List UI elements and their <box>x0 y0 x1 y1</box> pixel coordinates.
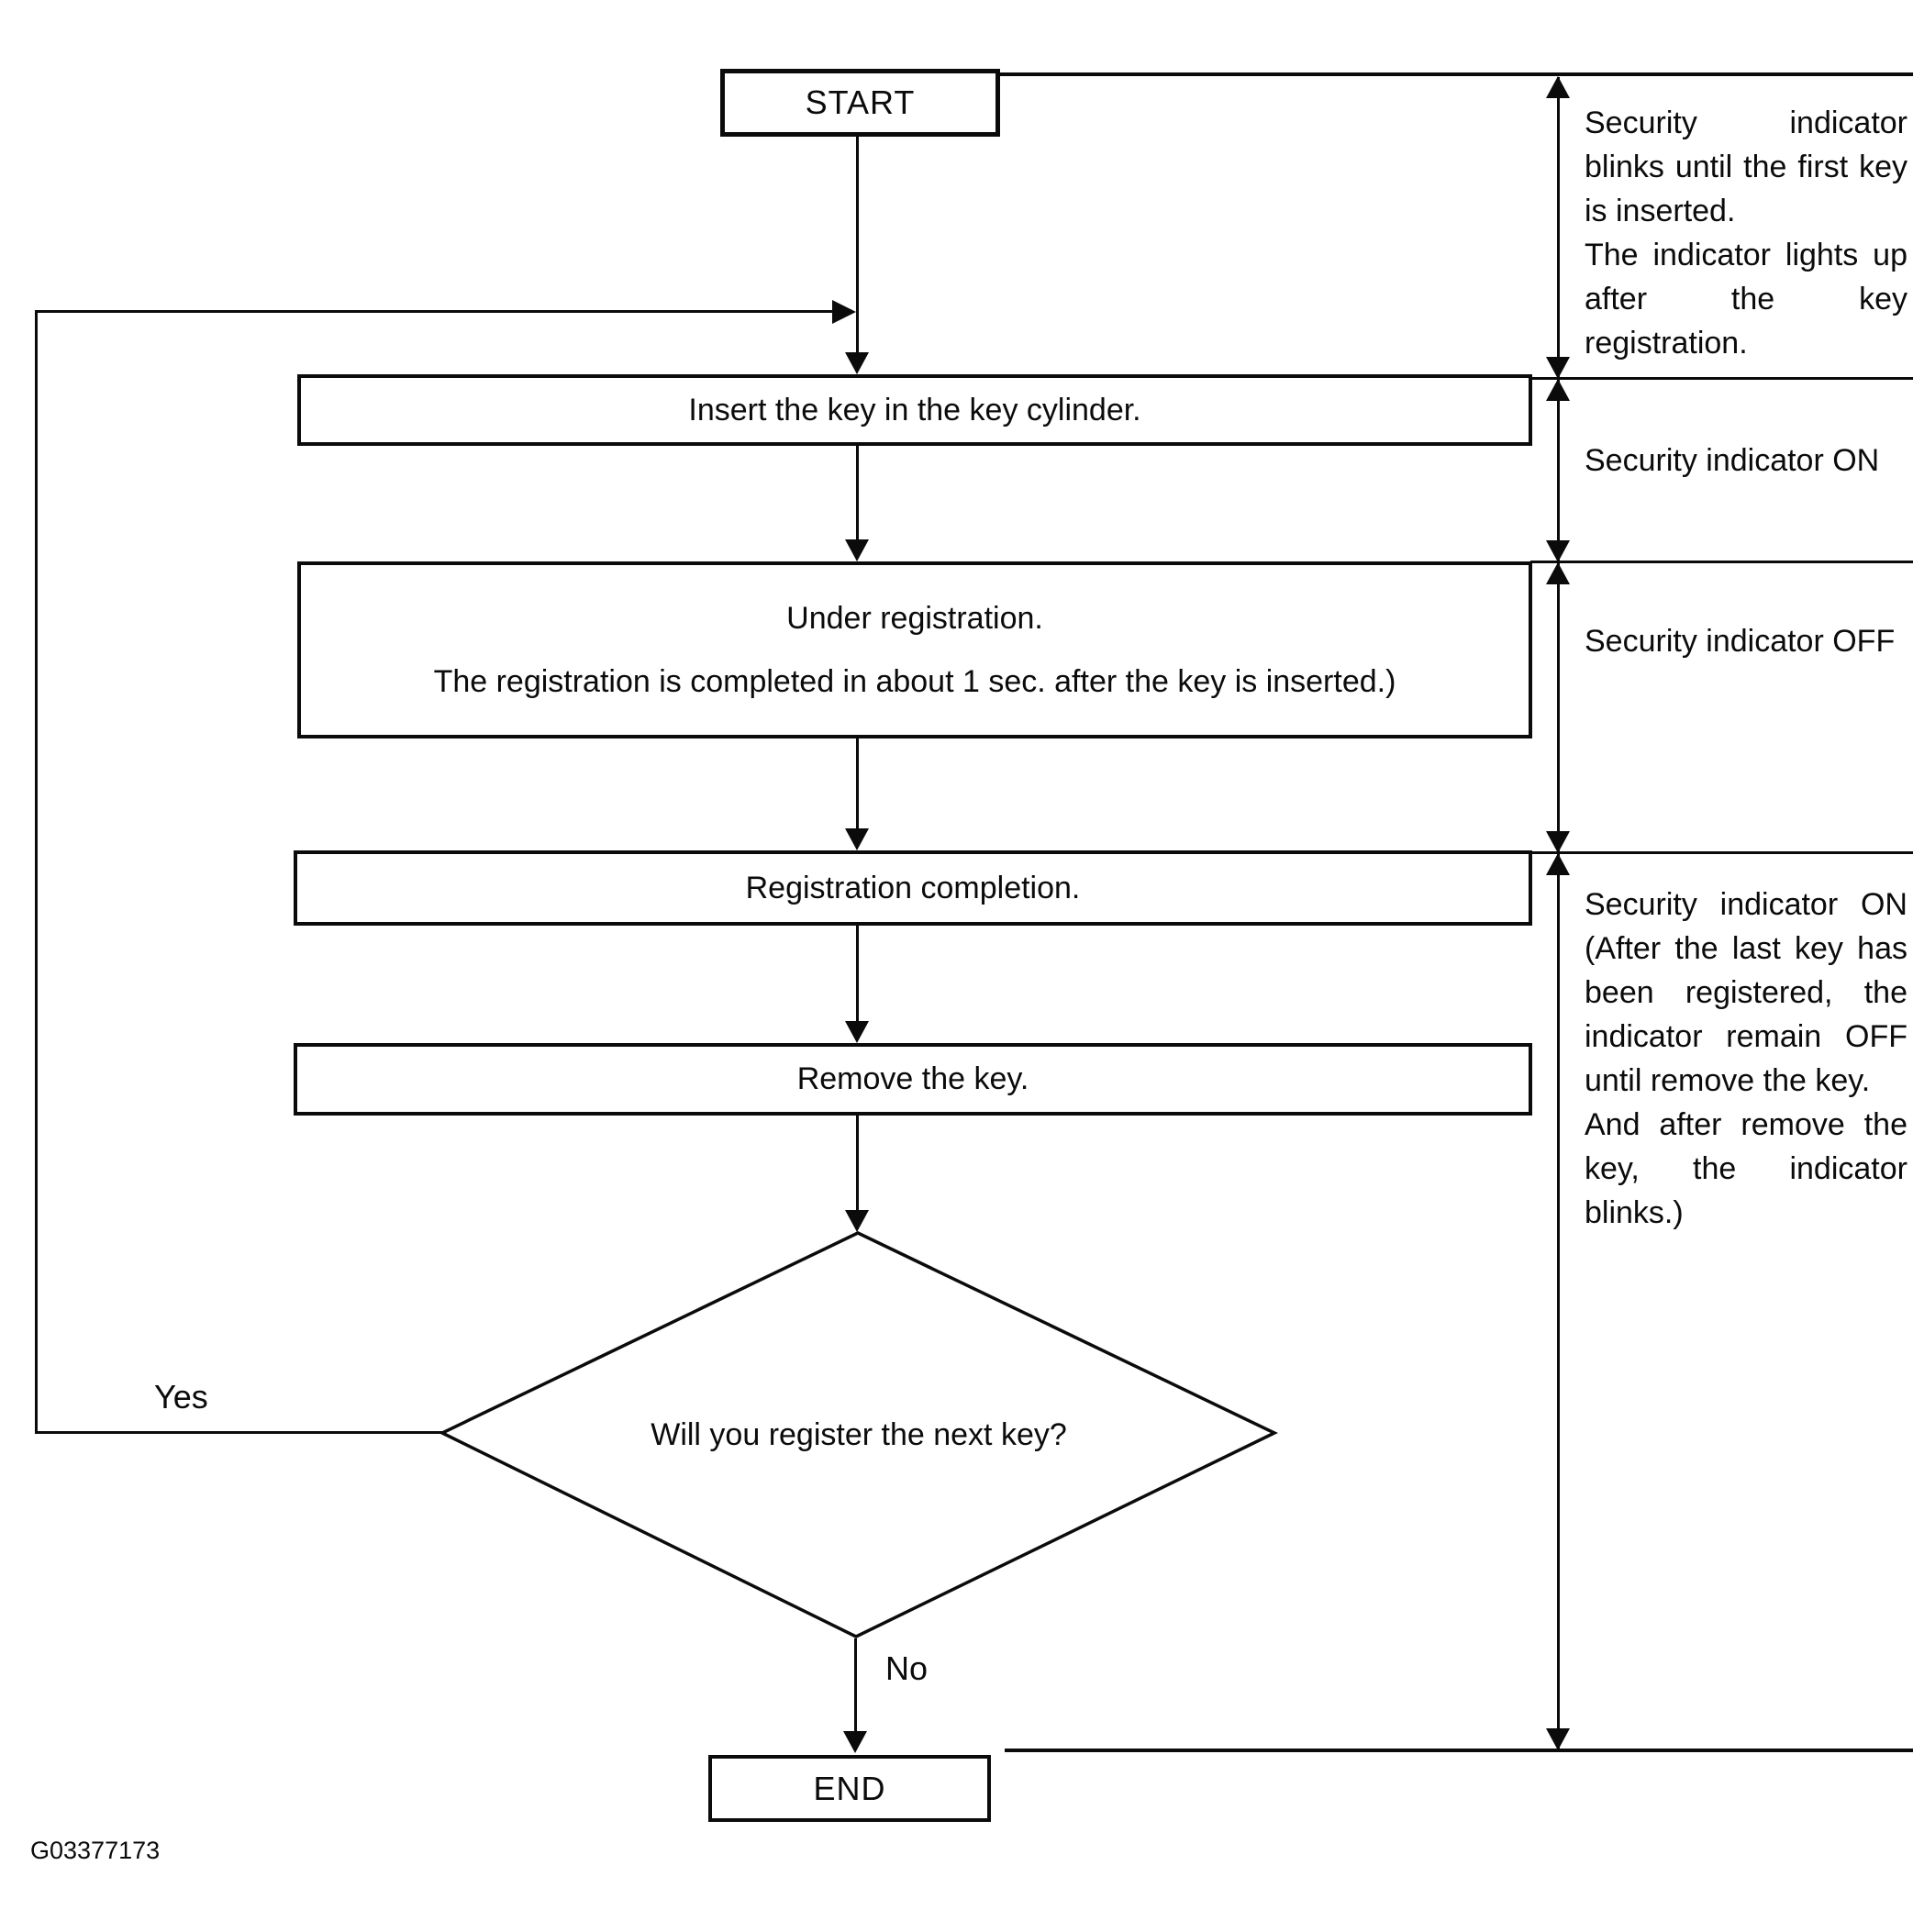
dimension-arrow-seg3-start <box>1546 562 1570 584</box>
process-box-insert-key-label: Insert the key in the key cylinder. <box>688 392 1141 427</box>
process-box-remove-key-label: Remove the key. <box>796 1061 1029 1096</box>
arrowhead-into-under-registration-box <box>845 539 869 561</box>
arrowhead-into-end <box>843 1731 867 1753</box>
process-box-registration-completion-label: Registration completion. <box>745 870 1081 905</box>
dimension-arrow-seg2-start <box>1546 379 1570 401</box>
feedback-arrowhead <box>832 300 856 324</box>
decision-label: Will you register the next key? <box>651 1416 1067 1452</box>
feedback-top-line <box>35 310 833 313</box>
connector-remove-to-decision <box>856 1116 859 1212</box>
no-edge-label: No <box>885 1649 929 1687</box>
dimension-arrow-top <box>1546 76 1570 98</box>
divider-line-2 <box>1530 561 1913 563</box>
feedback-bottom-line <box>35 1431 443 1434</box>
arrowhead-into-decision <box>845 1210 869 1232</box>
annotation-blinks-until-first-key: Security indicator blinks until the firs… <box>1585 105 1907 361</box>
process-box-under-registration: Under registration. The registration is … <box>297 561 1532 738</box>
connector-decision-to-end <box>854 1638 857 1733</box>
figure-code: G03377173 <box>30 1837 161 1864</box>
dimension-arrow-seg4-start <box>1546 853 1570 875</box>
arrowhead-into-completion-box <box>845 828 869 850</box>
indicator-dimension-line <box>1557 77 1560 1750</box>
arrowhead-into-remove-box <box>845 1021 869 1043</box>
start-node: START <box>720 69 1000 137</box>
connector-insert-to-under-registration <box>856 446 859 541</box>
process-box-under-registration-label: Under registration. <box>786 600 1043 636</box>
end-node-label: END <box>813 1769 886 1807</box>
dimension-arrow-bottom <box>1546 1728 1570 1750</box>
top-reference-line <box>1000 72 1913 76</box>
dimension-arrow-seg2-end <box>1546 540 1570 562</box>
annotation-indicator-on: Security indicator ON <box>1585 443 1880 478</box>
annotation-indicator-off: Security indicator OFF <box>1585 624 1896 659</box>
divider-line-1 <box>1530 377 1913 380</box>
arrowhead-into-insert-box <box>845 352 869 374</box>
divider-line-3 <box>1530 851 1913 854</box>
connector-completion-to-remove <box>856 926 859 1023</box>
start-node-label: START <box>805 83 916 121</box>
process-box-remove-key: Remove the key. <box>294 1043 1532 1116</box>
process-box-registration-completion: Registration completion. <box>294 850 1532 926</box>
feedback-left-line <box>35 310 38 1434</box>
dimension-arrow-seg3-end <box>1546 831 1570 853</box>
decision-diamond: Will you register the next key? <box>439 1229 1279 1640</box>
connector-start-to-insert <box>856 137 859 354</box>
annotation-indicator-on-after-last-key: Security indicator ON (After the last ke… <box>1585 887 1907 1230</box>
process-box-under-registration-sublabel: The registration is completed in about 1… <box>433 663 1396 699</box>
bottom-reference-line <box>1005 1749 1913 1752</box>
decision-diamond-shape <box>439 1231 1279 1638</box>
process-box-insert-key: Insert the key in the key cylinder. <box>297 374 1532 446</box>
yes-edge-label: Yes <box>154 1378 208 1416</box>
dimension-arrow-seg1-end <box>1546 357 1570 379</box>
end-node: END <box>708 1755 991 1822</box>
connector-under-registration-to-completion <box>856 738 859 830</box>
